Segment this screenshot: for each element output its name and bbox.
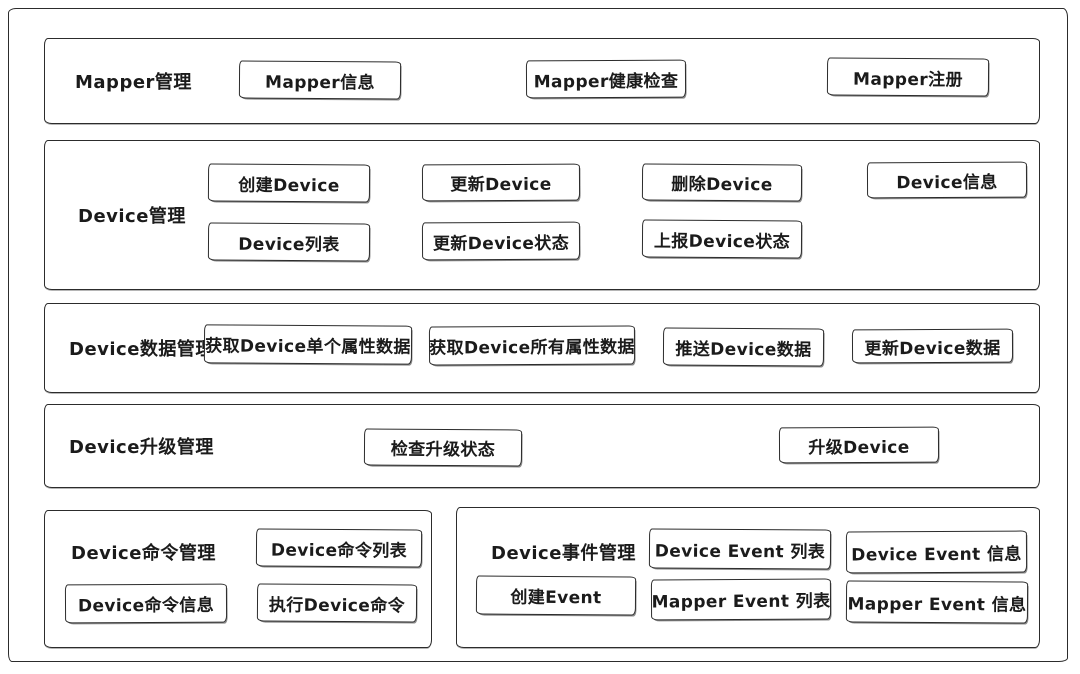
node-report-device-status: 上报Device状态 [641,219,803,259]
node-get-device-all-property-data: 获取Device所有属性数据 [428,325,636,366]
node-device-list: Device列表 [207,222,371,262]
node-update-device-status: 更新Device状态 [421,221,581,261]
node-device-event-list: Device Event 列表 [648,528,832,570]
node-create-event: 创建Event [475,575,637,616]
node-device-info: Device信息 [866,161,1028,199]
outer-frame [8,8,1068,662]
node-device-command-info: Device命令信息 [64,583,228,624]
node-execute-device-command: 执行Device命令 [256,583,418,623]
node-mapper-register: Mapper注册 [826,57,990,97]
node-device-event-info: Device Event 信息 [845,530,1028,574]
node-update-device-data: 更新Device数据 [851,328,1014,364]
node-create-device: 创建Device [207,163,371,203]
section-device-label: Device管理 [78,206,186,227]
section-mapper-management: Mapper管理 Mapper信息 Mapper健康检查 Mapper注册 [44,38,1040,124]
node-mapper-health-check: Mapper健康检查 [525,59,687,99]
section-device-management: Device管理 创建Device 更新Device 删除Device Devi… [44,140,1040,290]
node-get-device-single-property-data: 获取Device单个属性数据 [203,324,413,365]
section-device-data-label: Device数据管理 [69,339,214,360]
node-upgrade-device: 升级Device [778,426,940,464]
node-delete-device: 删除Device [641,163,803,202]
node-push-device-data: 推送Device数据 [662,327,825,367]
section-device-event-label: Device事件管理 [491,543,636,564]
node-check-upgrade-status: 检查升级状态 [363,428,523,467]
section-device-upgrade-management: Device升级管理 检查升级状态 升级Device [44,404,1040,488]
section-device-event-management: Device事件管理 Device Event 列表 Device Event … [456,507,1040,648]
node-update-device: 更新Device [421,163,581,202]
section-mapper-label: Mapper管理 [75,72,192,93]
node-mapper-event-list: Mapper Event 列表 [650,578,832,621]
section-device-command-label: Device命令管理 [71,543,216,564]
section-device-upgrade-label: Device升级管理 [69,437,214,458]
node-mapper-info: Mapper信息 [238,60,402,100]
section-device-command-management: Device命令管理 Device命令列表 Device命令信息 执行Devic… [44,510,432,648]
node-mapper-event-info: Mapper Event 信息 [845,580,1029,624]
node-device-command-list: Device命令列表 [255,528,423,568]
section-device-data-management: Device数据管理 获取Device单个属性数据 获取Device所有属性数据… [44,303,1040,393]
